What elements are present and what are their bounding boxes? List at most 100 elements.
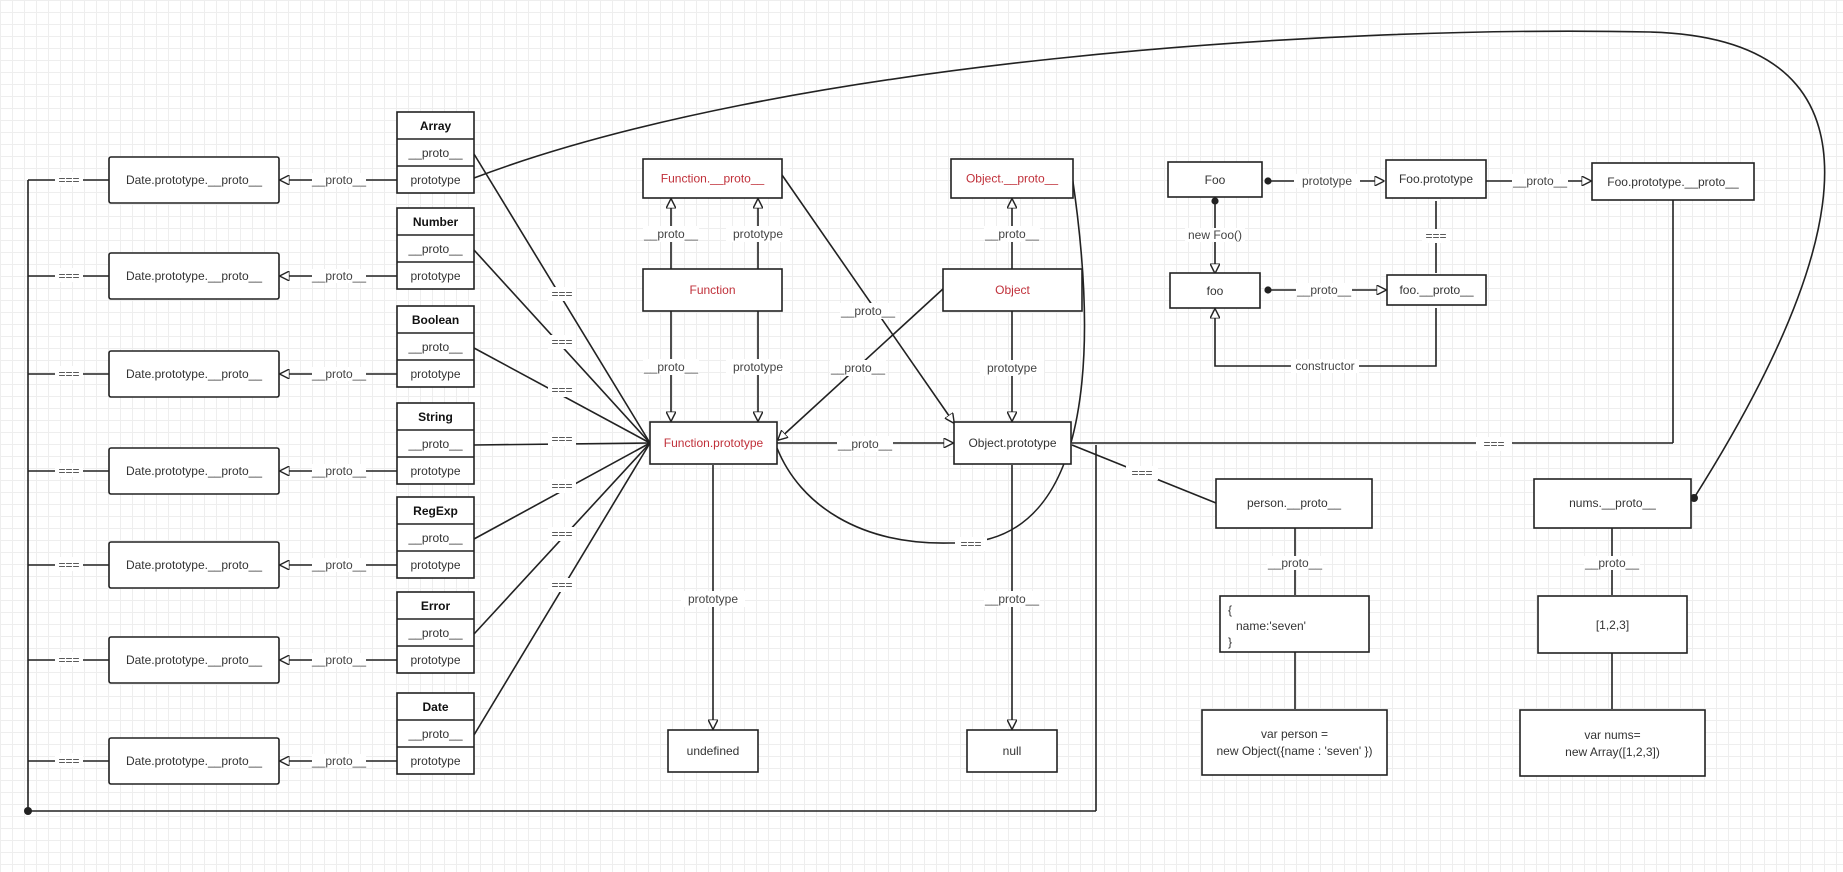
arrow-proto-label: __proto__ [311, 367, 366, 381]
constructor-string: String __proto__ prototype Date.prototype._… [108, 402, 651, 495]
constructor-name: RegExp [413, 504, 458, 518]
arrow-proto-label: __proto__ [311, 653, 366, 667]
person-proto-text: person.__proto__ [1247, 496, 1341, 510]
bus-equals-label: === [58, 367, 79, 381]
constructor-prototype-row: prototype [410, 754, 460, 768]
function-prototype-text: Function.prototype [664, 436, 764, 450]
label-object-prototype-down: prototype [987, 361, 1037, 375]
constructor-number: Number__proto__prototypeDate.prototype._… [108, 207, 651, 444]
function-proto-prop-text: Function.__proto__ [661, 172, 765, 186]
nums-literal-text: [1,2,3] [1596, 618, 1629, 632]
bus-equals-label: === [58, 558, 79, 572]
date-prototype-proto-text: Date.prototype.__proto__ [126, 173, 262, 187]
constructor-array: Array__proto__prototypeDate.prototype.__… [108, 111, 651, 444]
label-function-proto-down: __proto__ [643, 360, 698, 374]
label-curve-equals: === [960, 537, 981, 551]
constructor-proto-row: __proto__ [407, 626, 462, 640]
central-nodes: Function.__proto__ Function Function.pro… [642, 158, 1083, 773]
constructor-proto-row: __proto__ [407, 727, 462, 741]
label-fooproto-proto: __proto__ [1512, 174, 1567, 188]
equals-label: === [551, 432, 572, 446]
foo-instance-text: foo [1207, 284, 1224, 298]
equals-label: === [551, 479, 572, 493]
arrow-proto-label: __proto__ [311, 558, 366, 572]
constructor-proto-row: __proto__ [407, 437, 462, 451]
constructor-name: Boolean [412, 313, 459, 327]
constructor-prototype-row: prototype [410, 269, 460, 283]
label-fp-op-proto: __proto__ [837, 437, 892, 451]
constructor-proto-row: __proto__ [407, 340, 462, 354]
equals-label: === [551, 383, 572, 397]
constructor-error: Error__proto__prototypeDate.prototype.__… [108, 442, 651, 684]
bus-equals-label: === [58, 173, 79, 187]
constructor-prototype-row: prototype [410, 558, 460, 572]
date-prototype-proto-text: Date.prototype.__proto__ [126, 464, 262, 478]
null-node: null [966, 729, 1058, 773]
date-prototype-proto-text: Date.prototype.__proto__ [126, 754, 262, 768]
nums-code-line1: var nums= [1584, 728, 1640, 742]
person-section: person.__proto__ __proto__ { name:'seven… [1201, 478, 1388, 776]
date-prototype-proto-text: Date.prototype.__proto__ [126, 269, 262, 283]
label-nums-proto: __proto__ [1584, 556, 1639, 570]
foo-constructor-text: Foo [1205, 173, 1226, 187]
object-proto-prop-text: Object.__proto__ [966, 172, 1058, 186]
label-constructor: constructor [1295, 359, 1354, 373]
date-prototype-proto-text: Date.prototype.__proto__ [126, 653, 262, 667]
constructor-prototype-row: prototype [410, 367, 460, 381]
function-text: Function [689, 283, 735, 297]
undefined-node: undefined [667, 729, 759, 773]
function-proto-prop-node: Function.__proto__ [642, 158, 783, 199]
label-function-prototype-down: prototype [733, 360, 783, 374]
arrow-proto-label: __proto__ [311, 464, 366, 478]
undefined-text: undefined [687, 744, 740, 758]
constructor-proto-row: __proto__ [407, 146, 462, 160]
foo-prototype-text: Foo.prototype [1399, 172, 1473, 186]
equals-label: === [551, 335, 572, 349]
object-proto-prop-node: Object.__proto__ [950, 158, 1074, 199]
label-fp-undefined: prototype [688, 592, 738, 606]
arrow-proto-label: __proto__ [311, 754, 366, 768]
left-equality-bus [24, 180, 1097, 815]
object-prototype-node: Object.prototype [953, 421, 1072, 465]
constructor-name: Date [422, 700, 448, 714]
nums-proto-text: nums.__proto__ [1569, 496, 1656, 510]
label-foo-equals: === [1425, 229, 1446, 243]
person-literal-body: name:'seven' [1236, 619, 1306, 633]
label-op-null: __proto__ [984, 592, 1039, 606]
label-op-person-equals: === [1131, 466, 1152, 480]
date-prototype-proto-text: Date.prototype.__proto__ [126, 367, 262, 381]
object-prototype-text: Object.prototype [968, 436, 1056, 450]
label-object-proto-up: __proto__ [984, 227, 1039, 241]
label-function-proto-object: __proto__ [840, 304, 895, 318]
label-function-prototype-up: prototype [733, 227, 783, 241]
person-code-line2: new Object({name : 'seven' }) [1217, 744, 1373, 758]
label-op-fpp-equals: === [1483, 437, 1504, 451]
person-code-line1: var person = [1261, 727, 1328, 741]
central-labels: __proto__ prototype __proto__ prototype … [643, 226, 1512, 607]
foo-prototype-proto-text: Foo.prototype.__proto__ [1607, 175, 1739, 189]
label-object-proto-function: __proto__ [830, 361, 885, 375]
label-function-proto-up: __proto__ [643, 227, 698, 241]
object-node: Object [942, 268, 1083, 312]
equals-label: === [551, 578, 572, 592]
label-foo-prototype: prototype [1302, 174, 1352, 188]
constructor-prototype-row: prototype [410, 173, 460, 187]
constructor-boolean: Boolean __proto__ prototype Date.prototype.… [108, 305, 651, 444]
constructor-regexp: RegExp__proto__prototypeDate.prototype._… [108, 442, 651, 589]
function-node: Function [642, 268, 783, 312]
object-text: Object [995, 283, 1030, 297]
nums-code-line2: new Array([1,2,3]) [1565, 745, 1660, 759]
constructor-name: Error [421, 599, 451, 613]
foo-section: Foo Foo.prototype Foo.prototype.__proto_… [1167, 159, 1755, 373]
constructor-prototype-row: prototype [410, 464, 460, 478]
constructor-name: Array [420, 119, 452, 133]
bus-connectors: ===================== [28, 172, 109, 768]
arrow-proto-label: __proto__ [311, 173, 366, 187]
equals-label: === [551, 287, 572, 301]
date-prototype-proto-text: Date.prototype.__proto__ [126, 558, 262, 572]
equals-label: === [551, 527, 572, 541]
bus-equals-label: === [58, 269, 79, 283]
label-person-proto: __proto__ [1267, 556, 1322, 570]
label-foo-instance-proto: __proto__ [1296, 283, 1351, 297]
constructor-name: String [418, 410, 453, 424]
